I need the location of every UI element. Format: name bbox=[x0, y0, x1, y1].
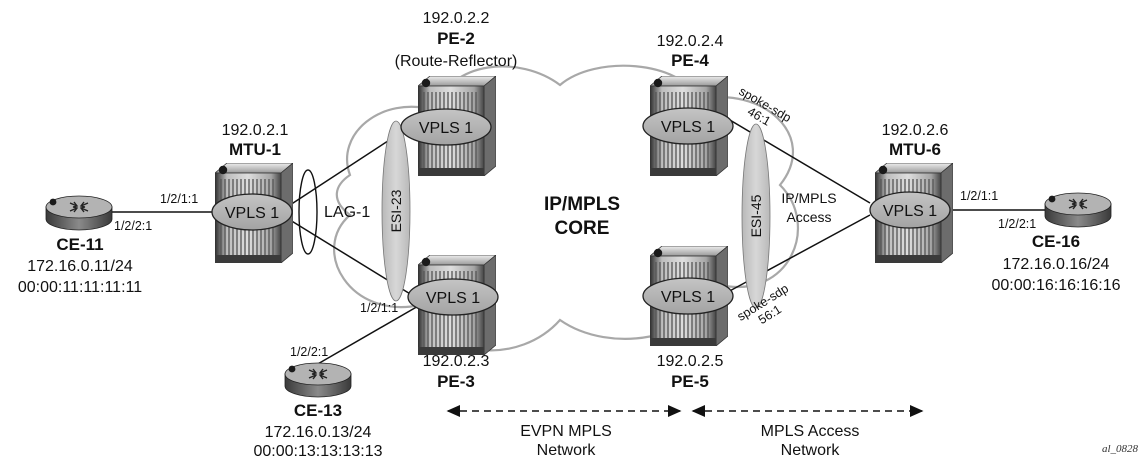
core-label-line2: CORE bbox=[555, 218, 610, 239]
ce11-ip: 172.16.0.11/24 bbox=[27, 258, 133, 275]
mtu6-ip: 192.0.2.6 bbox=[882, 122, 949, 139]
pe5-name: PE-5 bbox=[671, 372, 709, 391]
pe5-ip: 192.0.2.5 bbox=[657, 353, 724, 370]
link-pe4-mtu6 bbox=[712, 109, 871, 204]
pe3-name: PE-3 bbox=[437, 372, 475, 391]
pe4-vpls-label: VPLS 1 bbox=[661, 119, 715, 136]
pe3-port-label: 1/2/1:1 bbox=[360, 301, 398, 315]
ce16-mac: 00:00:16:16:16:16 bbox=[991, 277, 1120, 294]
pe5-vpls-oval bbox=[642, 277, 734, 315]
pe2-role: (Route-Reflector) bbox=[395, 53, 518, 70]
pe3-vpls-label: VPLS 1 bbox=[426, 290, 480, 307]
esi-45-oval bbox=[741, 123, 771, 309]
evpn-mpls-label-line2: Network bbox=[537, 442, 597, 458]
ce11-mac: 00:00:11:11:11:11 bbox=[18, 279, 142, 296]
pe2-ip: 192.0.2.2 bbox=[423, 10, 490, 27]
mtu1-ip: 192.0.2.1 bbox=[222, 122, 289, 139]
pe5-vpls-label: VPLS 1 bbox=[661, 289, 715, 306]
mtu1-vpls-oval bbox=[211, 193, 293, 231]
pe3-vpls-oval bbox=[407, 278, 499, 316]
figure-reference: al_0828 bbox=[1102, 443, 1139, 455]
link-pe5-mtu6 bbox=[712, 214, 871, 301]
ce13-ip: 172.16.0.13/24 bbox=[265, 424, 372, 441]
mtu1-name: MTU-1 bbox=[229, 140, 281, 159]
mtu6-vpls-oval bbox=[869, 191, 951, 229]
ce13-router bbox=[284, 362, 352, 398]
ce16-port-label: 1/2/2:1 bbox=[998, 217, 1036, 231]
ce16-name: CE-16 bbox=[1032, 232, 1080, 251]
mpls-access-label-line1: MPLS Access bbox=[761, 423, 860, 440]
ce13-port-label: 1/2/2:1 bbox=[290, 345, 328, 359]
esi-23-label: ESI-23 bbox=[388, 189, 404, 232]
pe3-ip: 192.0.2.3 bbox=[423, 353, 490, 370]
mtu1-vpls-label: VPLS 1 bbox=[225, 205, 279, 222]
ipmpls-access-line1: IP/MPLS bbox=[781, 190, 836, 206]
pe4-name: PE-4 bbox=[671, 51, 709, 70]
ce11-router bbox=[45, 195, 113, 231]
esi-23-oval bbox=[381, 120, 411, 302]
ipmpls-access-line2: Access bbox=[786, 209, 831, 225]
vpls-labels: VPLS 1 VPLS 1 VPLS 1 VPLS 1 VPLS 1 VPLS … bbox=[225, 119, 937, 307]
mtu6-port-label: 1/2/1:1 bbox=[960, 189, 998, 203]
evpn-mpls-label-line1: EVPN MPLS bbox=[520, 423, 612, 440]
lag-ring bbox=[298, 169, 318, 255]
mtu1-port-label: 1/2/1:1 bbox=[160, 192, 198, 206]
pe2-vpls-label: VPLS 1 bbox=[419, 120, 473, 137]
ce13-name: CE-13 bbox=[294, 401, 342, 420]
pe2-name: PE-2 bbox=[437, 29, 475, 48]
mpls-access-label-line2: Network bbox=[781, 442, 841, 458]
lag-label: LAG-1 bbox=[324, 204, 370, 221]
pe4-vpls-oval bbox=[642, 107, 734, 145]
mtu6-name: MTU-6 bbox=[889, 140, 941, 159]
ce16-router bbox=[1044, 192, 1112, 228]
core-label-line1: IP/MPLS bbox=[544, 194, 620, 215]
pe4-ip: 192.0.2.4 bbox=[657, 33, 724, 50]
ce11-name: CE-11 bbox=[56, 235, 103, 254]
pe2-vpls-oval bbox=[400, 108, 492, 146]
ce16-ip: 172.16.0.16/24 bbox=[1003, 256, 1110, 273]
vpls-instances bbox=[211, 107, 951, 316]
esi-45-label: ESI-45 bbox=[748, 194, 764, 237]
mtu6-vpls-label: VPLS 1 bbox=[883, 203, 937, 220]
ce13-mac: 00:00:13:13:13:13 bbox=[253, 443, 382, 458]
link-ce13-pe3 bbox=[315, 304, 421, 366]
ce11-port-label: 1/2/2:1 bbox=[114, 219, 152, 233]
